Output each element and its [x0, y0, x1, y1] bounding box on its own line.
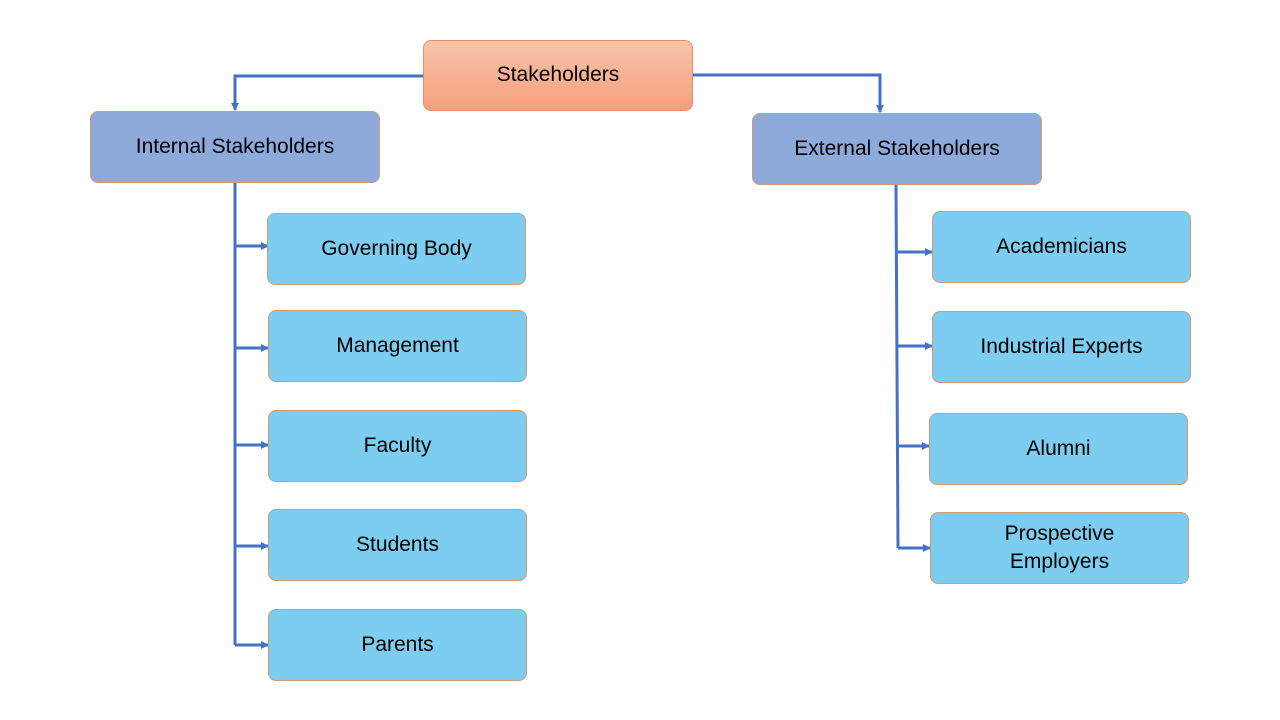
- connector-root-internal: [231, 74, 424, 111]
- internal-item-label: Students: [356, 532, 439, 556]
- external-item-industrial-experts: Industrial Experts: [932, 311, 1191, 383]
- internal-item-faculty: Faculty: [268, 410, 527, 482]
- internal-item-label: Parents: [361, 632, 434, 656]
- internal-item-label: Governing Body: [321, 236, 472, 260]
- internal-item-label: Faculty: [363, 433, 432, 457]
- internal-item-management: Management: [268, 310, 527, 382]
- external-item-label: Prospective Employers: [1004, 521, 1115, 573]
- external-item-alumni: Alumni: [929, 413, 1188, 485]
- external-stakeholders-label: External Stakeholders: [794, 136, 1000, 160]
- external-item-label: Academicians: [996, 234, 1127, 258]
- external-item-label: Industrial Experts: [980, 334, 1143, 358]
- root-label: Stakeholders: [496, 63, 620, 87]
- internal-item-parents: Parents: [268, 609, 527, 681]
- internal-stakeholders-node: Internal Stakeholders: [90, 111, 380, 183]
- internal-item-governing-body: Governing Body: [267, 213, 526, 285]
- internal-item-students: Students: [268, 509, 527, 581]
- internal-stakeholders-label: Internal Stakeholders: [135, 134, 335, 158]
- external-item-label: Alumni: [1026, 436, 1091, 460]
- root-node: Stakeholders: [423, 40, 693, 111]
- connector-root-external: [692, 73, 884, 113]
- connector-external-trunk: [894, 184, 900, 549]
- internal-item-label: Management: [336, 333, 459, 357]
- external-item-academicians: Academicians: [932, 211, 1191, 283]
- external-item-prospective-employers: Prospective Employers: [930, 512, 1189, 584]
- external-stakeholders-node: External Stakeholders: [752, 113, 1042, 185]
